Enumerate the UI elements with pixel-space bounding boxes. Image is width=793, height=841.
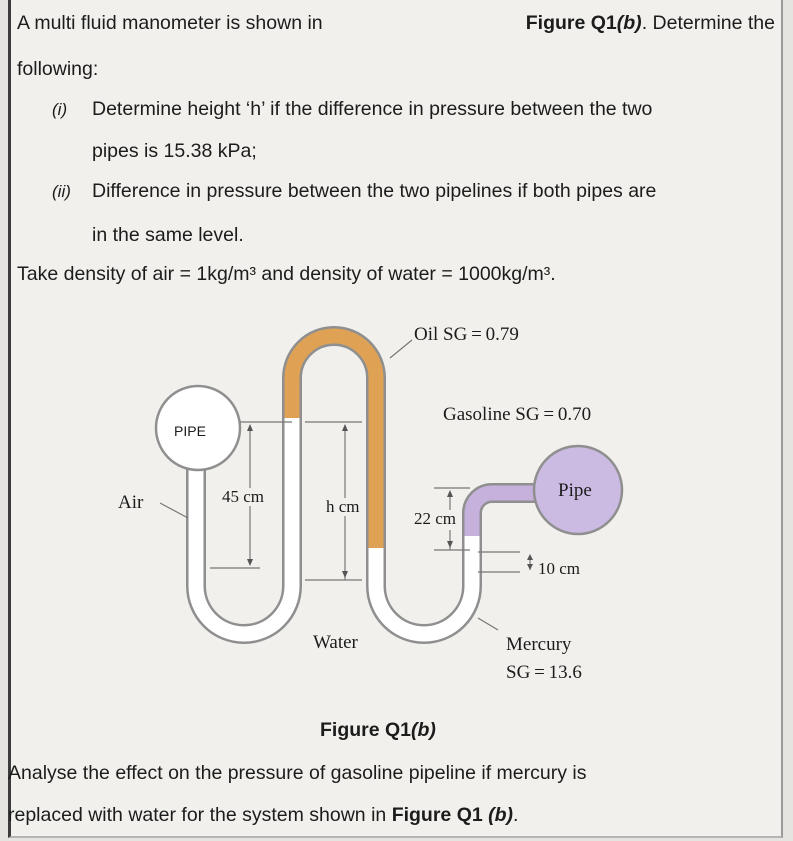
water-label: Water: [313, 632, 359, 653]
item-i-marker: (i): [52, 100, 68, 119]
dim-22-label: 22 cm: [414, 509, 456, 528]
pipe-right-label: Pipe: [558, 480, 592, 501]
intro-line-1: A multi fluid manometer is shown in Figu…: [17, 12, 775, 34]
item-ii-line-2: in the same level.: [92, 224, 244, 246]
dim-45-label: 45 cm: [222, 487, 264, 506]
oil-tube-outer: [282, 326, 386, 548]
oil-tube-fill: [284, 328, 384, 548]
intro-figure-label: Figure Q1: [525, 12, 617, 34]
dim-h-label: h cm: [326, 497, 360, 516]
air-label: Air: [118, 492, 144, 513]
figure-caption: Figure Q1(b): [320, 719, 436, 741]
item-i-line-2: pipes is 15.38 kPa;: [92, 140, 257, 162]
mercury-sg-label: SG = 13.6: [506, 662, 582, 683]
left-pipe-circle: [154, 384, 242, 472]
dimension-lines: [159, 339, 531, 631]
analysis-figure-label: Figure Q1: [391, 804, 483, 826]
item-ii-marker: (ii): [52, 182, 71, 201]
analysis-text-1: Analyse the effect on the pressure of ga…: [8, 762, 587, 784]
intro-text-2: . Determine the: [641, 12, 775, 34]
question-card: [8, 0, 783, 838]
right-u-tube-inner: [368, 536, 480, 642]
dim-10-label: 10 cm: [538, 559, 580, 578]
item-i-line-1: Determine height ‘h’ if the difference i…: [92, 98, 653, 120]
left-u-tube-inner: [188, 518, 300, 642]
analysis-line-2: replaced with water for the system shown…: [8, 804, 519, 826]
manometer-diagram: Oil SG = 0.79 Gasoline SG = 0.70 PIPE Pi…: [118, 324, 624, 683]
caption-title: Figure Q1: [320, 719, 412, 741]
item-ii-line-1: Difference in pressure between the two p…: [92, 180, 657, 202]
right-pipe-circle: [532, 444, 624, 536]
intro-figure-suffix: (b): [616, 12, 642, 34]
caption-suffix: (b): [411, 719, 436, 741]
oil-label: Oil SG = 0.79: [414, 324, 519, 345]
intro-line-2: following:: [17, 58, 99, 80]
analysis-text-2: replaced with water for the system shown…: [8, 804, 387, 826]
analysis-line-1: Analyse the effect on the pressure of ga…: [8, 762, 775, 784]
densities-line: Take density of air = 1kg/m³ and density…: [17, 263, 556, 285]
pipe-left-label: PIPE: [174, 423, 206, 439]
mercury-label: Mercury: [506, 634, 572, 655]
analysis-period: .: [513, 804, 519, 826]
arrow-heads: [247, 424, 533, 578]
intro-text-1: A multi fluid manometer is shown in: [17, 12, 323, 34]
gasoline-column-fill: [464, 485, 540, 536]
intro-figure-ref: Figure Q1(b). Determine the: [525, 12, 775, 34]
gasoline-label: Gasoline SG = 0.70: [443, 404, 591, 425]
analysis-figure-suffix: (b): [488, 804, 514, 826]
